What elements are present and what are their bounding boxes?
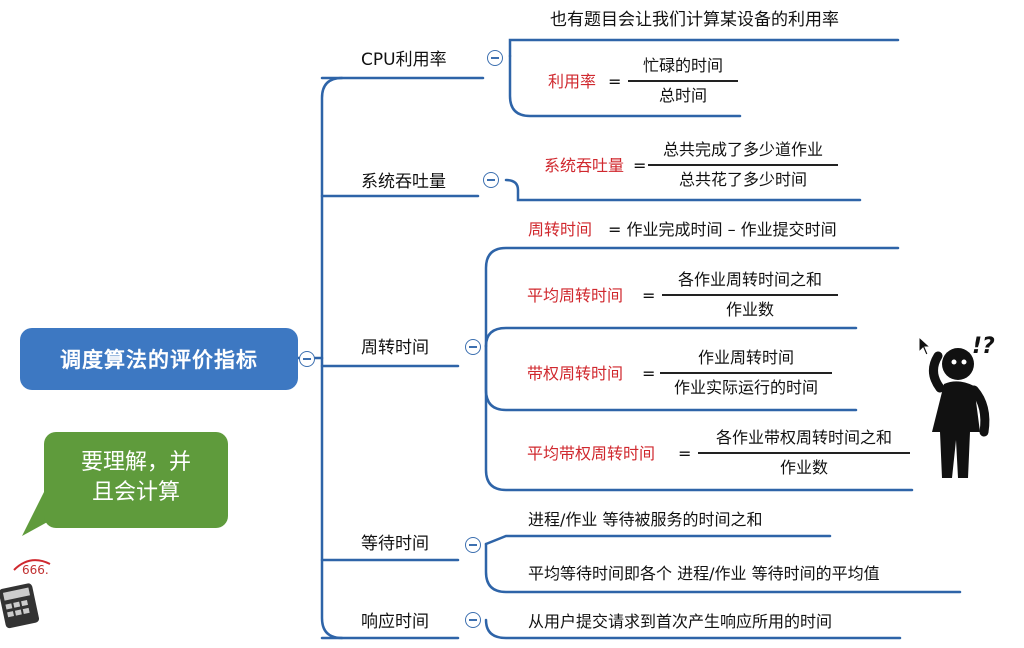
waiting-item-1: 进程/作业 等待被服务的时间之和 xyxy=(528,510,763,529)
waiting-item-2: 平均等待时间即各个 进程/作业 等待时间的平均值 xyxy=(528,564,880,583)
cpu-fraction: 忙碌的时间 总时间 xyxy=(628,58,738,104)
cpu-denominator: 总时间 xyxy=(658,85,707,105)
avg-turnaround-eq: = xyxy=(642,286,656,305)
root-node[interactable]: 调度算法的评价指标 xyxy=(20,328,298,390)
fraction-bar xyxy=(628,80,738,82)
cpu-note: 也有题目会让我们计算某设备的利用率 xyxy=(550,10,839,30)
connector-turn-1 xyxy=(484,246,900,348)
throughput-fraction: 总共完成了多少道作业 总共花了多少时间 xyxy=(648,142,838,188)
fraction-bar xyxy=(660,372,832,374)
turnaround-def-text: = 作业完成时间 – 作业提交时间 xyxy=(608,220,837,239)
collapse-cpu-icon[interactable] xyxy=(487,50,503,66)
fraction-bar xyxy=(698,452,910,454)
weighted-turnaround-denominator: 作业实际运行的时间 xyxy=(673,377,818,397)
avg-turnaround-numerator: 各作业周转时间之和 xyxy=(677,270,822,289)
fraction-bar xyxy=(662,294,838,296)
sticker-text: 666. xyxy=(22,563,49,577)
weighted-turnaround-numerator: 作业周转时间 xyxy=(697,348,794,367)
avg-weighted-turnaround-eq: = xyxy=(678,444,692,463)
branch-cpu-label[interactable]: CPU利用率 xyxy=(361,50,447,70)
weighted-turnaround-name: 带权周转时间 xyxy=(527,364,624,383)
connector-throughput xyxy=(504,178,862,202)
trunk-line xyxy=(320,76,344,640)
avg-weighted-turnaround-fraction: 各作业带权周转时间之和 作业数 xyxy=(698,430,910,476)
branch-turnaround-label[interactable]: 周转时间 xyxy=(361,338,429,358)
cpu-numerator: 忙碌的时间 xyxy=(642,56,723,75)
connector-cpu2 xyxy=(508,54,742,118)
avg-weighted-turnaround-denominator: 作业数 xyxy=(779,457,828,477)
avg-turnaround-fraction: 各作业周转时间之和 作业数 xyxy=(662,272,838,318)
throughput-numerator: 总共完成了多少道作业 xyxy=(662,140,823,159)
avg-weighted-turnaround-numerator: 各作业带权周转时间之和 xyxy=(715,428,892,447)
fraction-bar xyxy=(648,164,838,166)
collapse-throughput-icon[interactable] xyxy=(483,172,499,188)
calculator-sticker-icon: 666. xyxy=(0,559,51,629)
branch-response-label[interactable]: 响应时间 xyxy=(361,612,429,632)
throughput-formula-eq: = xyxy=(633,156,647,175)
avg-turnaround-denominator: 作业数 xyxy=(725,299,774,319)
connector-wait-2 xyxy=(484,542,962,594)
collapse-turnaround-icon[interactable] xyxy=(465,339,481,355)
branch-throughput-label[interactable]: 系统吞吐量 xyxy=(361,172,446,192)
cursor-icon xyxy=(918,336,932,356)
connector-cpu xyxy=(508,38,900,58)
cpu-formula-eq: = xyxy=(608,72,622,91)
confused-mark: !? xyxy=(972,334,995,359)
weighted-turnaround-eq: = xyxy=(642,364,656,383)
avg-turnaround-name: 平均周转时间 xyxy=(527,286,624,305)
callout-line-2: 且会计算 xyxy=(91,479,180,505)
connector-response xyxy=(484,618,902,640)
collapse-waiting-icon[interactable] xyxy=(465,537,481,553)
connector-wait-1 xyxy=(484,534,832,546)
collapse-response-icon[interactable] xyxy=(465,612,481,628)
turnaround-def-name: 周转时间 xyxy=(528,220,593,239)
branch-waiting-label[interactable]: 等待时间 xyxy=(361,534,429,554)
connector-turn-4 xyxy=(484,344,914,492)
confused-person-icon xyxy=(929,348,990,478)
cpu-formula-name: 利用率 xyxy=(548,72,597,91)
connector-turn-2 xyxy=(484,326,858,348)
response-item-1: 从用户提交请求到首次产生响应所用的时间 xyxy=(528,612,833,631)
avg-weighted-turnaround-name: 平均带权周转时间 xyxy=(527,444,656,463)
collapse-root-icon[interactable] xyxy=(299,351,315,367)
throughput-denominator: 总共花了多少时间 xyxy=(678,169,807,189)
callout-line-1: 要理解，并 xyxy=(80,450,191,475)
callout-bubble: 要理解，并 且会计算 xyxy=(44,432,228,528)
weighted-turnaround-fraction: 作业周转时间 作业实际运行的时间 xyxy=(660,350,832,396)
throughput-formula-name: 系统吞吐量 xyxy=(544,156,625,175)
